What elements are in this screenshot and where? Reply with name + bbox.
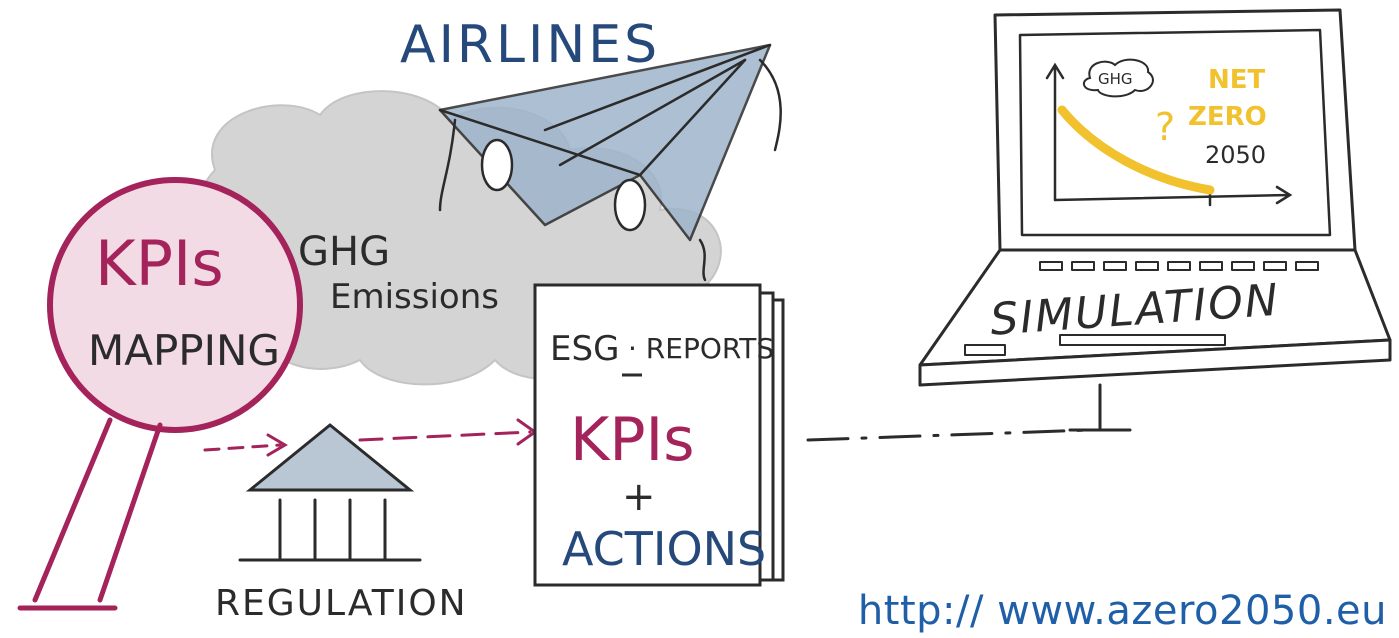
laptop: [918, 8, 1392, 432]
laptop-chart: [1045, 58, 1293, 207]
laptop-target-year: 2050: [1205, 141, 1266, 169]
esg-actions: ACTIONS: [562, 522, 766, 576]
laptop-target-line1: NET: [1208, 65, 1266, 95]
emissions-line1: GHG: [298, 229, 390, 275]
laptop-ghg-bubble-text: GHG: [1098, 70, 1133, 88]
dash-dot-connector: [806, 428, 1092, 442]
paper-plane: [438, 43, 782, 282]
ghg-bubble: [1082, 58, 1154, 98]
regulation-label: REGULATION: [215, 583, 468, 624]
chart-y-axis: [1045, 62, 1065, 202]
laptop-question-mark: ?: [1155, 105, 1175, 149]
regulation-building: [238, 423, 422, 562]
esg-header-b: · REPORTS: [628, 332, 774, 365]
chart-x-axis: [1053, 185, 1293, 205]
esg-header-a: ESG: [550, 329, 619, 369]
kpi-mapping-line1: KPIs: [95, 227, 224, 300]
esg-report-stack: [533, 283, 785, 587]
kpi-mapping-line2: MAPPING: [88, 326, 280, 375]
chart-curve: [1057, 105, 1215, 195]
esg-plus: +: [622, 474, 656, 520]
dashed-arrows: [203, 418, 538, 457]
kpi-magnifier: [17, 177, 303, 611]
laptop-target-line2: ZERO: [1188, 102, 1267, 132]
title-airlines: AIRLINES: [400, 15, 660, 75]
website-url[interactable]: http:// www.azero2050.eu: [857, 588, 1387, 634]
emissions-line2: Emissions: [330, 277, 499, 317]
esg-kpis: KPIs: [570, 405, 694, 475]
